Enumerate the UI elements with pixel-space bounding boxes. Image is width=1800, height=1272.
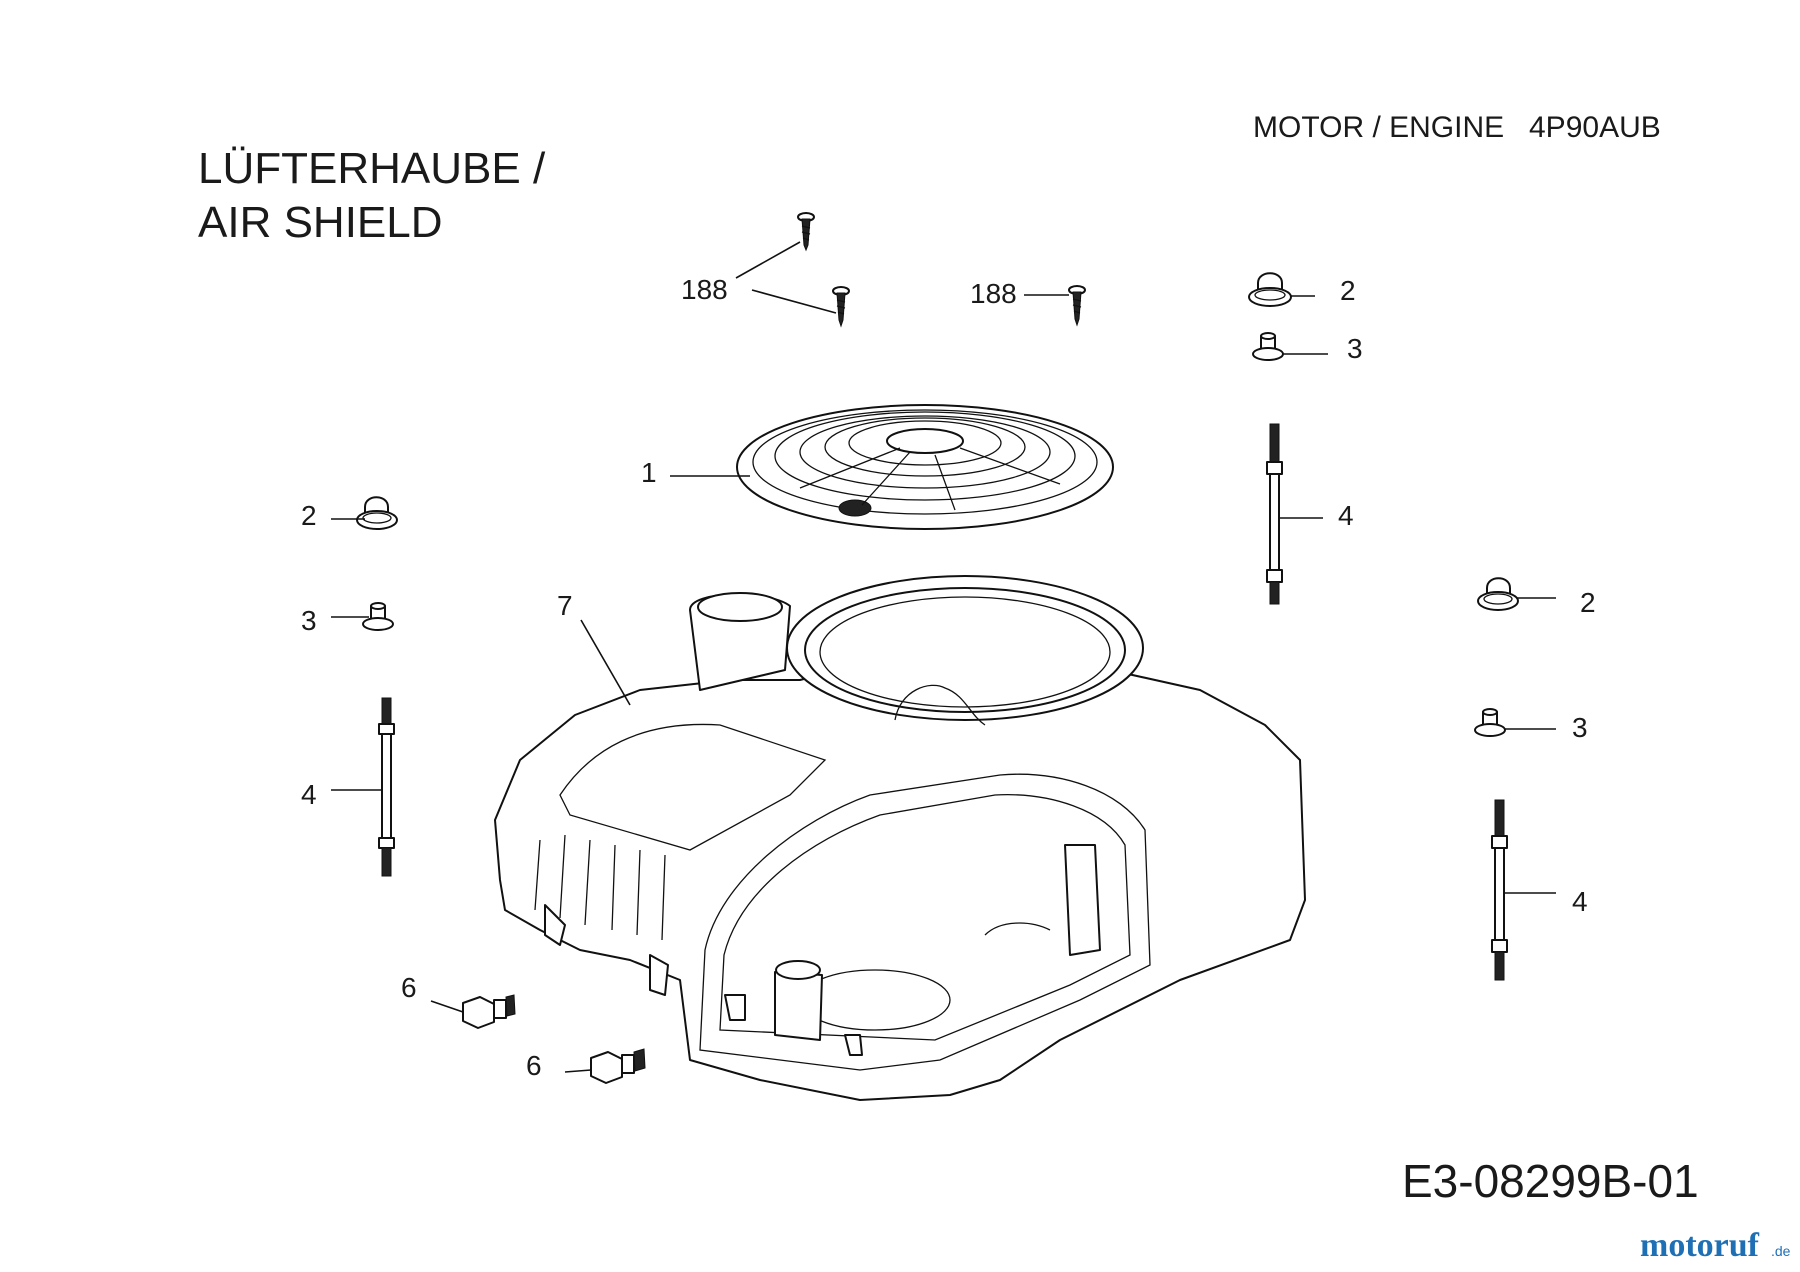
engine-model: 4P90AUB [1529,111,1661,144]
cap-nut-icon [1477,577,1519,611]
leader-lines [331,241,1556,1073]
screw-icon [832,286,850,328]
callout-label: 2 [301,500,317,531]
callout-label: 4 [1338,500,1354,531]
callout-label: 6 [401,972,417,1003]
diagram-title-line-2: AIR SHIELD [198,198,443,247]
callout-label: 2 [1580,587,1596,618]
callout-label: 1 [641,457,657,488]
callout-label: 188 [970,278,1017,309]
screw-icon [1068,285,1086,327]
bolt-icon [590,1048,646,1084]
screw-icon [797,212,815,252]
cap-nut-icon [1248,272,1292,307]
callout-label: 4 [1572,886,1588,917]
callout-label: 4 [301,779,317,810]
air-shroud [494,575,1306,1101]
bolt-icon [462,994,516,1029]
callout-label: 6 [526,1050,542,1081]
diagram-code: E3-08299B-01 [1402,1155,1699,1207]
stud-icon [1491,799,1508,981]
callout-label: 7 [557,590,573,621]
callout-labels: 188 188 1 2 3 4 7 2 3 4 2 3 4 6 6 [301,274,1596,1081]
callout-label: 3 [301,605,317,636]
diagram-title-line-1: LÜFTERHAUBE / [198,144,546,193]
watermark-logo: motoruf .de [1640,1227,1791,1264]
engine-label: MOTOR / ENGINE [1253,111,1504,144]
callout-label: 188 [681,274,728,305]
callout-label: 2 [1340,275,1356,306]
fan-grille [736,404,1114,530]
stud-icon [1266,423,1283,605]
callout-label: 3 [1347,333,1363,364]
cap-nut-icon [356,496,398,530]
spacer-icon [1474,708,1506,737]
spacer-icon [362,602,394,631]
spacer-icon [1252,332,1284,361]
callout-label: 3 [1572,712,1588,743]
watermark-suffix: .de [1771,1243,1791,1259]
stud-icon [378,697,395,877]
watermark-brand: motoruf [1640,1227,1760,1264]
